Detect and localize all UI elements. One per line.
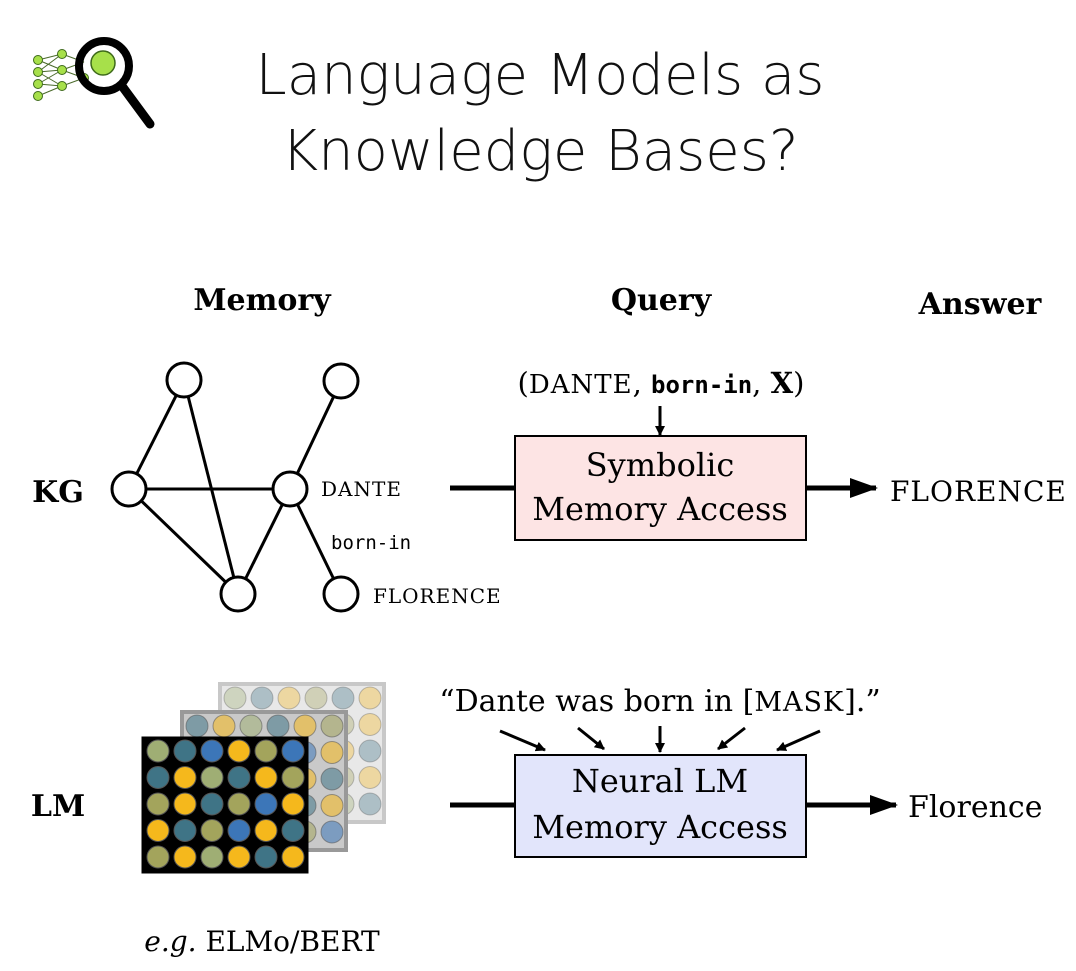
neural-memory-access-box <box>514 754 807 858</box>
matrix-cell <box>173 766 197 789</box>
matrix-cell <box>227 739 251 763</box>
graph-node <box>322 362 360 400</box>
matrix-cell <box>173 792 197 816</box>
matrix-cell <box>320 741 344 764</box>
magnifier-network-icon <box>33 37 155 129</box>
matrix-cell <box>250 686 274 710</box>
neural-box-line-2: Memory Access <box>532 808 788 846</box>
matrix-cell <box>281 766 305 789</box>
matrix-cell <box>358 792 382 816</box>
column-header-memory: Memory <box>193 283 332 318</box>
matrix-cell <box>173 739 197 763</box>
lm-query-arrow <box>499 729 546 752</box>
symbolic-memory-access-box <box>514 435 807 541</box>
graph-edge <box>127 487 240 596</box>
graph-node <box>219 575 257 613</box>
matrix-cell <box>173 819 197 842</box>
symbolic-box-line-1: Symbolic <box>586 446 734 484</box>
matrix-cell <box>254 845 278 869</box>
row-label-lm: LM <box>31 789 85 824</box>
column-header-query: Query <box>611 283 713 318</box>
matrix-cell <box>146 739 170 763</box>
graph-edge <box>236 488 292 595</box>
matrix-cell <box>227 845 251 869</box>
matrix-cell <box>200 766 224 789</box>
graph-label-relation: born-in <box>331 532 411 554</box>
matrix-cell <box>277 686 301 710</box>
matrix-cell <box>227 819 251 842</box>
matrix-front <box>141 736 309 874</box>
matrix-cell <box>320 767 344 791</box>
graph-edge <box>288 380 343 490</box>
matrix-cell <box>281 739 305 763</box>
matrix-cell <box>227 792 251 816</box>
lm-query-arrow <box>776 729 821 752</box>
graph-edge <box>127 379 186 490</box>
matrix-cell <box>266 714 290 738</box>
symbolic-box-line-2: Memory Access <box>532 490 788 528</box>
column-header-answer: Answer <box>918 287 1043 322</box>
matrix-cell <box>185 714 209 738</box>
matrix-cell <box>331 686 355 710</box>
matrix-cell <box>358 686 382 710</box>
knowledge-graph: DANTE born-in FLORENCE <box>110 361 502 613</box>
title-line-2: Knowledge Bases? <box>281 119 799 184</box>
kg-query-text: (DANTE, born-in, X) <box>518 366 805 400</box>
slide-title: Language Models as Knowledge Bases? <box>180 38 900 190</box>
kg-answer: FLORENCE <box>890 475 1067 508</box>
matrix-cell <box>200 739 224 763</box>
graph-node-dante <box>271 470 309 508</box>
graph-node <box>110 470 148 508</box>
matrix-cell <box>254 792 278 816</box>
matrix-cell <box>320 714 344 738</box>
matrix-cell <box>173 845 197 869</box>
graph-node <box>165 361 203 399</box>
lm-query-arrow <box>577 726 605 751</box>
matrix-cell <box>281 845 305 869</box>
matrix-front-cells <box>146 739 305 869</box>
matrix-cell <box>358 739 382 763</box>
row-label-kg: KG <box>32 475 84 510</box>
graph-edge <box>288 488 343 595</box>
graph-edge <box>182 379 240 595</box>
matrix-cell <box>281 792 305 816</box>
matrix-cell <box>200 792 224 816</box>
matrix-cell <box>304 686 328 710</box>
graph-label-dante: DANTE <box>321 477 402 501</box>
lm-query-arrows <box>499 726 821 753</box>
matrix-cell <box>227 766 251 789</box>
matrix-cell <box>254 819 278 842</box>
lm-query-text: “Dante was born in [MASK].” <box>439 684 880 719</box>
matrix-cell <box>320 794 344 817</box>
matrix-cell <box>281 819 305 842</box>
matrix-cell <box>200 845 224 869</box>
matrix-cell <box>239 714 263 738</box>
matrix-cell <box>254 739 278 763</box>
matrix-cell <box>146 845 170 869</box>
matrix-cell <box>146 819 170 842</box>
lm-query-arrow <box>717 726 746 751</box>
matrix-cell <box>223 686 247 710</box>
graph-node-florence <box>322 575 360 613</box>
neural-box-line-1: Neural LM <box>572 762 748 800</box>
matrix-cell <box>146 766 170 789</box>
matrix-cell <box>200 819 224 842</box>
graph-label-florence: FLORENCE <box>373 584 502 608</box>
lm-answer: Florence <box>908 790 1042 825</box>
matrix-cell <box>293 714 317 738</box>
matrix-cell <box>254 766 278 789</box>
matrix-cell <box>212 714 236 738</box>
title-line-1: Language Models as <box>255 43 825 108</box>
lm-caption: e.g. ELMo/BERT <box>144 925 380 958</box>
lm-memory-matrices <box>141 682 386 874</box>
matrix-cell <box>358 713 382 736</box>
matrix-cell <box>358 766 382 789</box>
matrix-cell <box>320 820 344 844</box>
matrix-cell <box>146 792 170 816</box>
